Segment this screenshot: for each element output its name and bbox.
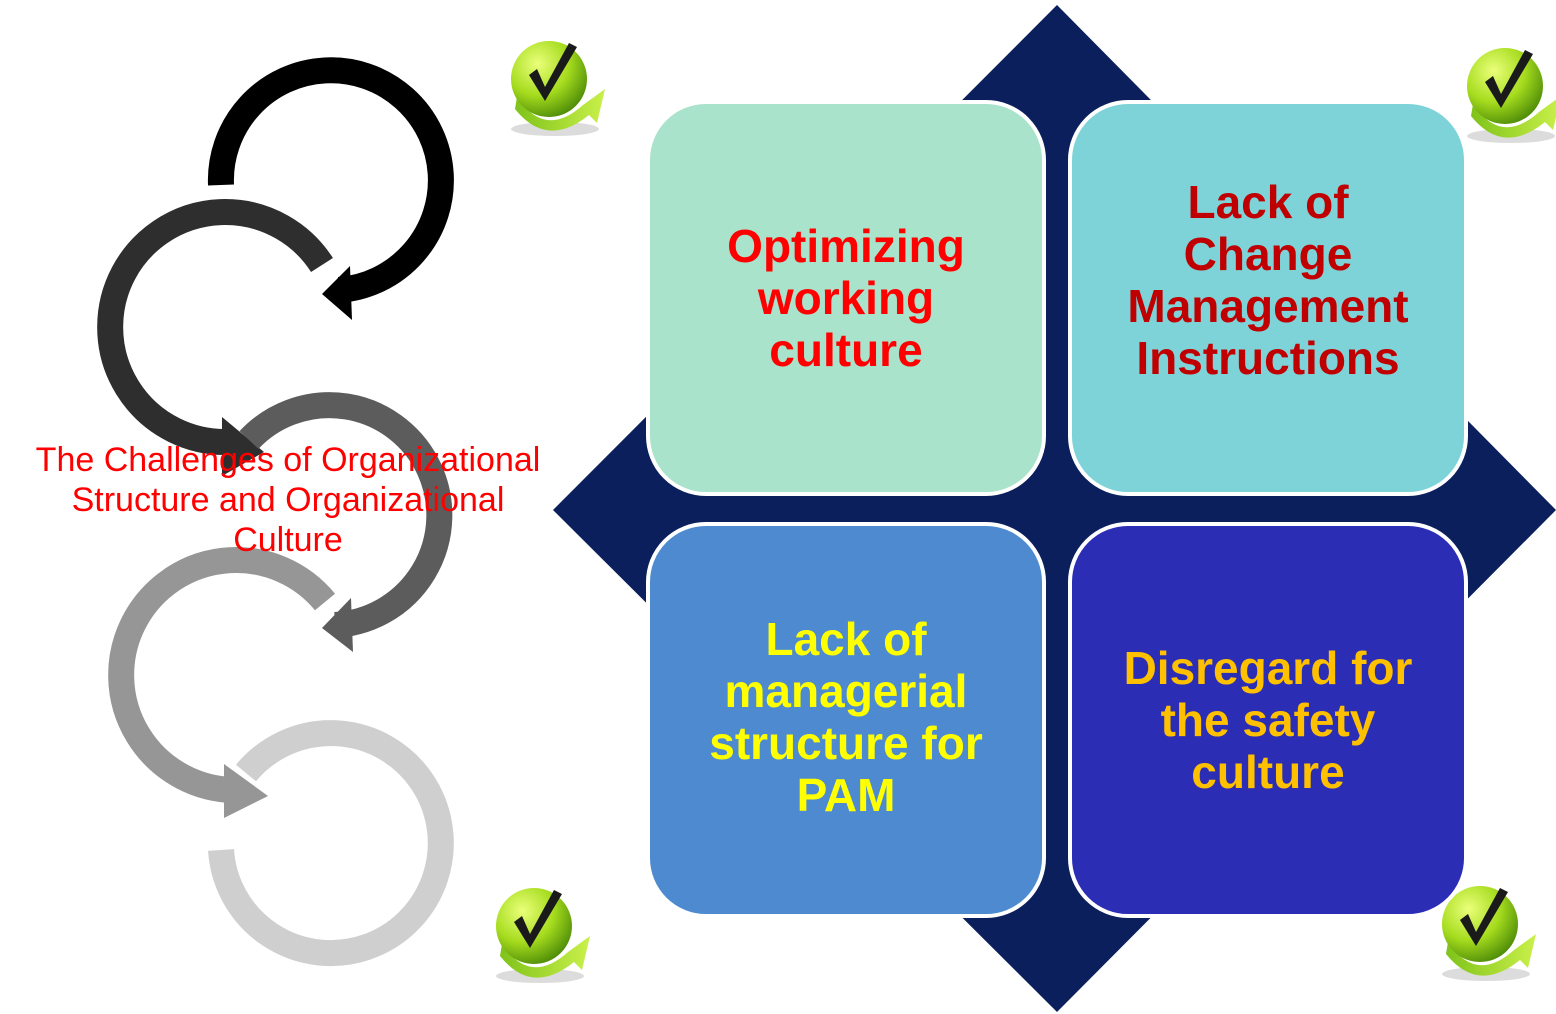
box-text-line: PAM [796,769,896,821]
cycle-arrow-chain [97,57,454,967]
circular-arrow-icon [207,57,454,320]
box-text-line: Lack of [765,613,927,665]
challenge-box-change-management: Lack of Change Management Instructions [1068,100,1468,496]
green-checkmark-icon [511,41,605,136]
box-text-line: culture [769,324,923,376]
challenge-box-managerial-structure: Lack of managerial structure for PAM [646,522,1046,918]
circular-arrow-icon [208,720,454,967]
box-text-line: Instructions [1136,332,1400,384]
box-text-line: working [757,272,935,324]
box-text-line: Change [1183,228,1353,280]
side-title: The Challenges of Organizational Structu… [5,440,571,560]
box-text-line: Lack of [1187,176,1349,228]
side-title-line: Culture [233,521,343,559]
box-text-line: Optimizing [727,220,965,272]
circular-arrow-icon [239,392,453,652]
side-title-line: The Challenges of Organizational [35,441,541,479]
box-text-line: culture [1191,746,1345,798]
challenge-box-safety-culture: Disregard for the safety culture [1068,522,1468,918]
box-text-line: managerial [724,665,968,717]
box-text-line: Disregard for [1123,642,1413,694]
circular-arrow-icon [108,547,336,818]
green-checkmark-icon [1442,886,1536,981]
circular-arrow-icon [97,199,333,476]
box-text-line: structure for [709,717,983,769]
box-text-line: Management [1127,280,1409,332]
green-checkmark-icon [1467,48,1556,143]
green-checkmark-icon [496,888,590,983]
box-text-line: the safety [1160,694,1376,746]
side-title-line: Structure and Organizational [71,481,505,519]
challenge-box-optimizing-working-culture: Optimizing working culture [646,100,1046,496]
